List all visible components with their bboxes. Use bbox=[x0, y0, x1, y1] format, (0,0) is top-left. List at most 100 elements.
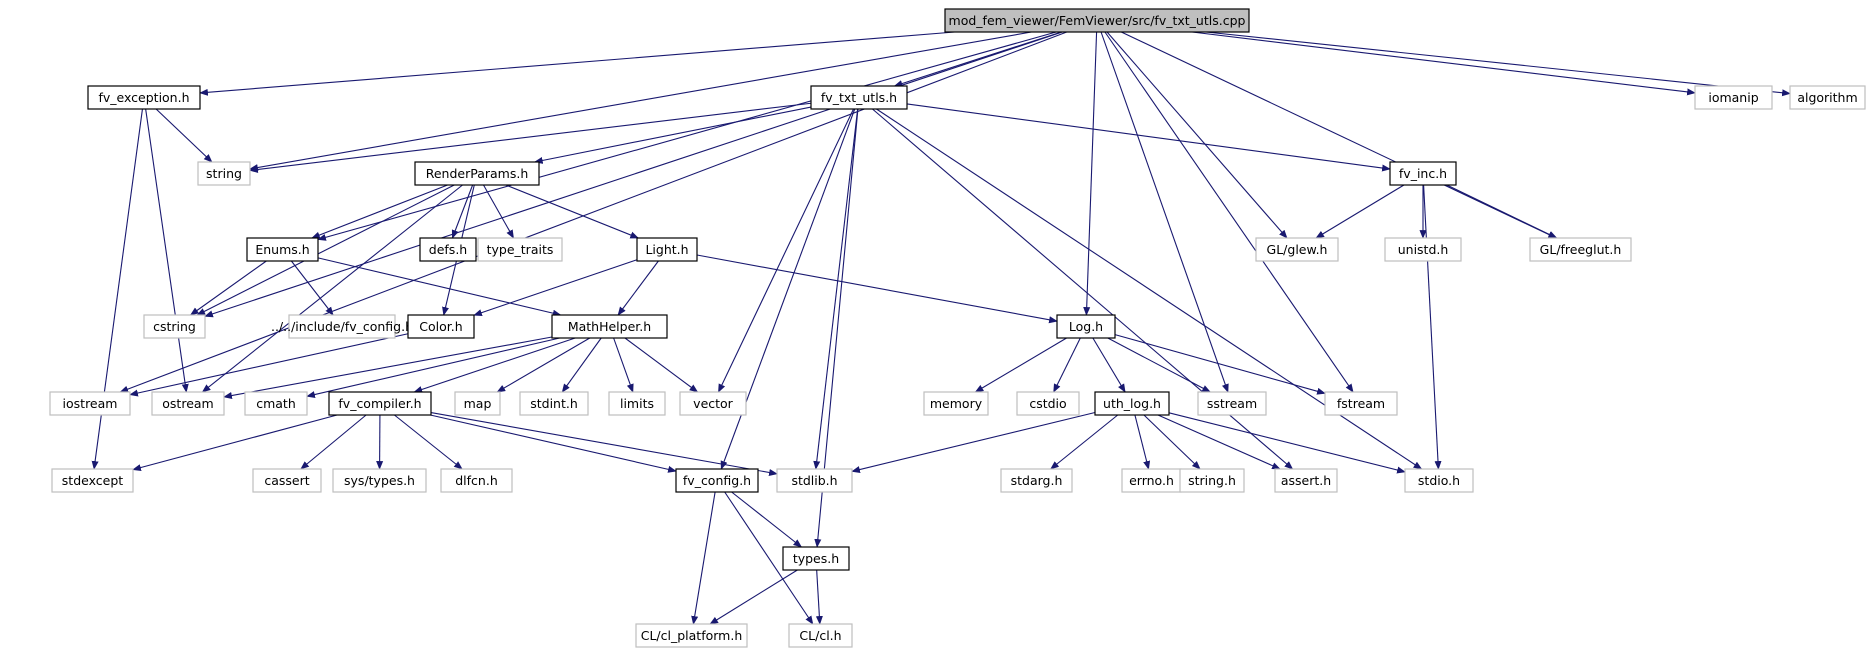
edge-root-to-fstream bbox=[1104, 31, 1354, 393]
node-label-cmath: cmath bbox=[256, 396, 296, 411]
edge-Enums-to-MathHelper bbox=[317, 257, 562, 317]
node-MathHelper[interactable]: MathHelper.h bbox=[551, 314, 668, 339]
edge-root-to-glew bbox=[1106, 31, 1288, 239]
node-RenderParams[interactable]: RenderParams.h bbox=[414, 161, 540, 186]
node-label-fv_inc: fv_inc.h bbox=[1399, 166, 1447, 181]
node-errno: errno.h bbox=[1121, 468, 1182, 493]
node-uth_log[interactable]: uth_log.h bbox=[1094, 391, 1170, 416]
node-box-fv_compiler bbox=[328, 391, 432, 416]
node-label-string_h: string.h bbox=[1188, 473, 1236, 488]
edge-Log-to-sstream bbox=[1107, 337, 1211, 393]
node-box-Enums bbox=[246, 237, 319, 262]
node-box-unistd bbox=[1384, 237, 1462, 262]
node-cstdio: cstdio bbox=[1016, 391, 1080, 416]
node-fv_compiler[interactable]: fv_compiler.h bbox=[328, 391, 432, 416]
edge-fv_exception-to-string bbox=[155, 108, 213, 163]
node-label-map: map bbox=[464, 396, 492, 411]
node-box-stdarg bbox=[1000, 468, 1073, 493]
node-box-fv_config_inc bbox=[288, 314, 396, 339]
edge-fv_inc-to-glew bbox=[1315, 184, 1405, 239]
edge-MathHelper-to-vector bbox=[624, 337, 699, 393]
edge-MathHelper-to-limits bbox=[613, 337, 634, 393]
node-box-fv_config bbox=[675, 468, 759, 493]
edge-fv_compiler-to-cassert bbox=[300, 414, 367, 470]
edge-uth_log-to-errno bbox=[1134, 414, 1151, 470]
node-box-uth_log bbox=[1094, 391, 1170, 416]
node-box-map bbox=[454, 391, 501, 416]
node-label-fv_exception: fv_exception.h bbox=[98, 90, 189, 105]
node-Light[interactable]: Light.h bbox=[636, 237, 698, 262]
node-label-Enums: Enums.h bbox=[255, 242, 309, 257]
node-box-stdexcept bbox=[51, 468, 134, 493]
node-freeglut: GL/freeglut.h bbox=[1529, 237, 1632, 262]
edge-MathHelper-to-cmath bbox=[306, 337, 560, 398]
edge-Light-to-Log bbox=[696, 254, 1058, 324]
edge-Light-to-Color bbox=[473, 259, 638, 317]
node-fv_config[interactable]: fv_config.h bbox=[675, 468, 759, 493]
node-box-iomanip bbox=[1694, 85, 1773, 110]
node-Log[interactable]: Log.h bbox=[1056, 314, 1116, 339]
node-label-cl: CL/cl.h bbox=[799, 628, 841, 643]
node-fv_inc[interactable]: fv_inc.h bbox=[1389, 161, 1457, 186]
edge-fv_compiler-to-dlfcn bbox=[394, 414, 463, 470]
edge-types-to-cl bbox=[815, 569, 823, 625]
node-sstream: sstream bbox=[1197, 391, 1267, 416]
node-box-cmath bbox=[244, 391, 308, 416]
edge-root-to-Enums bbox=[317, 31, 1057, 241]
node-label-Color: Color.h bbox=[419, 319, 462, 334]
edge-RenderParams-to-ostream bbox=[201, 184, 463, 393]
node-limits: limits bbox=[608, 391, 666, 416]
node-label-cl_platform: CL/cl_platform.h bbox=[641, 628, 743, 643]
node-box-RenderParams bbox=[414, 161, 540, 186]
edge-fv_compiler-to-stdexcept bbox=[132, 414, 338, 472]
node-box-Light bbox=[636, 237, 698, 262]
node-Enums[interactable]: Enums.h bbox=[246, 237, 319, 262]
edge-uth_log-to-stdio bbox=[1168, 412, 1406, 474]
node-Color[interactable]: Color.h bbox=[407, 314, 475, 339]
node-label-stdint: stdint.h bbox=[530, 396, 578, 411]
edge-Log-to-memory bbox=[974, 337, 1067, 393]
node-stdarg: stdarg.h bbox=[1000, 468, 1073, 493]
node-type_traits: type_traits bbox=[477, 237, 563, 262]
node-label-stdexcept: stdexcept bbox=[62, 473, 123, 488]
edge-root-to-string bbox=[249, 31, 1032, 172]
node-dlfcn: dlfcn.h bbox=[440, 468, 513, 493]
node-defs[interactable]: defs.h bbox=[419, 237, 477, 262]
node-label-root: mod_fem_viewer/FemViewer/src/fv_txt_utls… bbox=[949, 13, 1246, 28]
node-box-MathHelper bbox=[551, 314, 668, 339]
node-box-algorithm bbox=[1789, 85, 1866, 110]
node-label-assert: assert.h bbox=[1281, 473, 1331, 488]
edge-Enums-to-fv_config_inc bbox=[290, 260, 334, 316]
edge-RenderParams-to-type_traits bbox=[483, 184, 514, 239]
node-root[interactable]: mod_fem_viewer/FemViewer/src/fv_txt_utls… bbox=[944, 8, 1250, 33]
node-string_h: string.h bbox=[1179, 468, 1245, 493]
node-box-cl_platform bbox=[635, 623, 748, 648]
node-box-fv_inc bbox=[1389, 161, 1457, 186]
node-fv_txt_utls_h[interactable]: fv_txt_utls.h bbox=[810, 85, 908, 110]
node-cassert: cassert bbox=[252, 468, 322, 493]
node-fstream: fstream bbox=[1324, 391, 1398, 416]
edge-MathHelper-to-map bbox=[496, 337, 591, 393]
node-box-type_traits bbox=[477, 237, 563, 262]
node-box-sstream bbox=[1197, 391, 1267, 416]
edge-MathHelper-to-ostream bbox=[223, 336, 553, 399]
edge-uth_log-to-string_h bbox=[1143, 414, 1201, 470]
node-box-Log bbox=[1056, 314, 1116, 339]
node-fv_exception[interactable]: fv_exception.h bbox=[87, 85, 201, 110]
edge-RenderParams-to-defs bbox=[451, 184, 474, 239]
node-iostream: iostream bbox=[49, 391, 131, 416]
node-label-fstream: fstream bbox=[1337, 396, 1385, 411]
node-label-algorithm: algorithm bbox=[1797, 90, 1857, 105]
node-types[interactable]: types.h bbox=[782, 546, 850, 571]
node-box-dlfcn bbox=[440, 468, 513, 493]
node-label-glew: GL/glew.h bbox=[1267, 242, 1328, 257]
edge-uth_log-to-stdarg bbox=[1050, 414, 1119, 470]
node-label-unistd: unistd.h bbox=[1398, 242, 1449, 257]
node-stdlib: stdlib.h bbox=[776, 468, 853, 493]
node-label-stdarg: stdarg.h bbox=[1011, 473, 1063, 488]
edge-root-to-sstream bbox=[1100, 31, 1229, 393]
node-stdio: stdio.h bbox=[1404, 468, 1474, 493]
node-box-defs bbox=[419, 237, 477, 262]
node-label-RenderParams: RenderParams.h bbox=[426, 166, 529, 181]
